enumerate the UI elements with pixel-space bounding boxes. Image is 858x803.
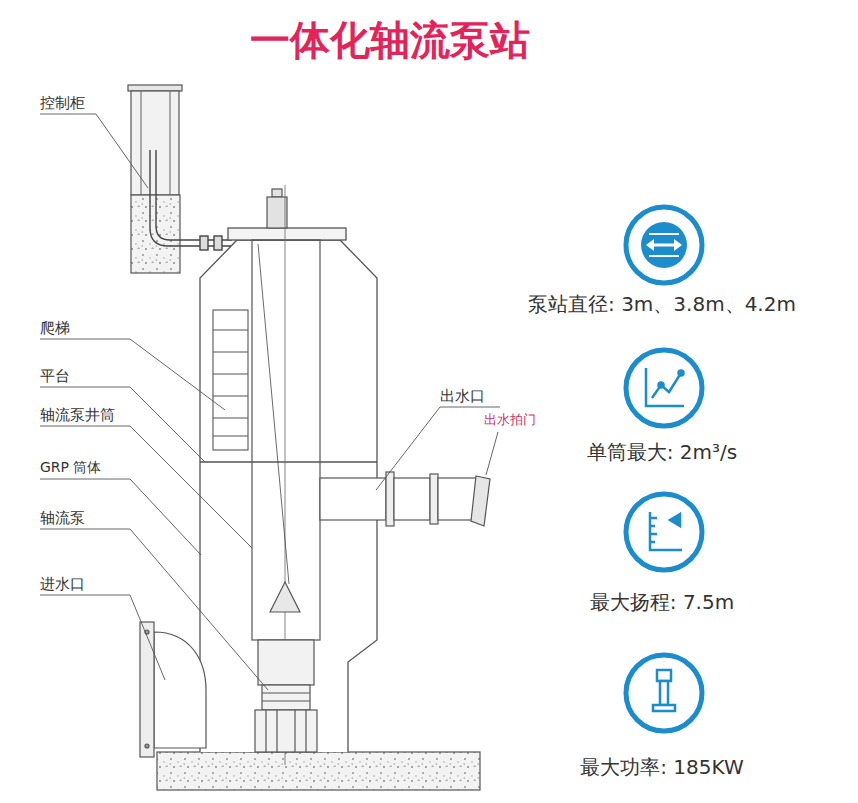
part-label: 爬梯 [40,319,70,337]
spec-icon [626,350,702,426]
inlet-pipe [145,744,149,748]
axial-pump [270,582,300,612]
cable-pipe [150,150,232,246]
leader-line [40,426,252,548]
spec-icon [626,207,702,283]
leader-line [40,387,205,462]
ladder [213,310,248,450]
diameter-icon [650,244,678,247]
ladder [213,435,248,436]
control-cabinet [128,85,182,91]
shaft-line [258,244,289,584]
part-label: 平台 [40,367,70,385]
axial-pump [262,692,310,693]
head-icon [670,514,680,526]
part-label: 出水拍门 [484,412,536,428]
head-icon [650,518,657,542]
leader-line [376,407,440,490]
outlet-pipe [394,478,430,520]
control-cabinet [131,91,179,195]
diameter-icon [646,239,682,251]
axial-pump [305,710,306,752]
axial-pump [262,700,310,701]
part-label: 轴流泵 [40,509,85,527]
leader-line [40,595,165,680]
part-label: 出水口 [440,387,485,405]
leader-line [40,339,225,410]
cable-pipe [156,150,232,240]
spec-text: 泵站直径: 3m、3.8m、4.2m [528,292,796,316]
diameter-icon [649,233,679,235]
ladder [213,395,248,396]
leader-line [40,479,201,555]
ladder [213,310,248,450]
axial-pump [276,710,277,752]
ladder [213,329,248,330]
axial-pump [262,685,310,710]
leader-line [440,407,500,408]
diameter-icon [649,255,679,257]
leader-line [40,114,148,188]
inlet-pipe [140,622,154,757]
axial-pump [255,710,317,752]
axial-pump [294,710,295,752]
flow-icon [679,371,684,376]
power-icon [653,705,675,711]
spec-icon [626,655,702,731]
flow-icon [652,373,681,398]
grp-body [200,461,377,462]
leader-line [40,114,500,690]
axial-pump [258,640,314,685]
page-title: 一体化轴流泵站 [250,16,530,64]
ladder [213,373,248,374]
spec-text: 最大扬程: 7.5m [590,590,734,614]
flow-icon [659,383,664,388]
cable-pipe [214,236,222,250]
ground-base [157,752,480,790]
flow-icon [646,368,684,406]
outlet-pipe [471,476,490,526]
outlet-pipe [320,472,490,526]
pump-well [252,240,320,640]
part-label: 进水口 [40,575,85,593]
inlet-pipe [154,632,206,748]
power-icon [660,681,668,705]
spec-icon [626,494,702,570]
leader-line [40,529,268,690]
head-icon [650,512,682,550]
motor [267,189,287,228]
pump-well [252,240,320,640]
cable-pipe [150,150,232,250]
diameter-icon [641,222,687,268]
spec-icon [626,207,702,731]
cable-pipe [200,236,208,250]
ladder [213,417,248,418]
spec-text: 最大功率: 185KW [580,755,743,779]
power-icon [657,670,671,681]
ladder [213,351,248,352]
axial-pump [265,710,266,752]
control-cabinet [128,85,182,273]
motor [272,189,282,197]
leader-line [486,432,498,475]
motor [267,197,287,228]
power-icon [653,670,675,711]
axial-pump [255,582,317,752]
grp-body [228,228,346,240]
ground-base [157,752,480,790]
part-label: 控制柜 [40,94,85,112]
part-label: GRP 筒体 [40,459,101,476]
outlet-pipe [386,472,394,526]
diameter-icon [641,222,687,268]
outlet-pipe [430,474,438,524]
outlet-pipe [320,478,386,520]
head-icon [650,512,682,550]
spec-text: 单筒最大: 2m³/s [587,440,737,464]
control-cabinet [169,91,170,195]
flow-icon [646,368,684,406]
part-label: 轴流泵井筒 [40,406,115,424]
